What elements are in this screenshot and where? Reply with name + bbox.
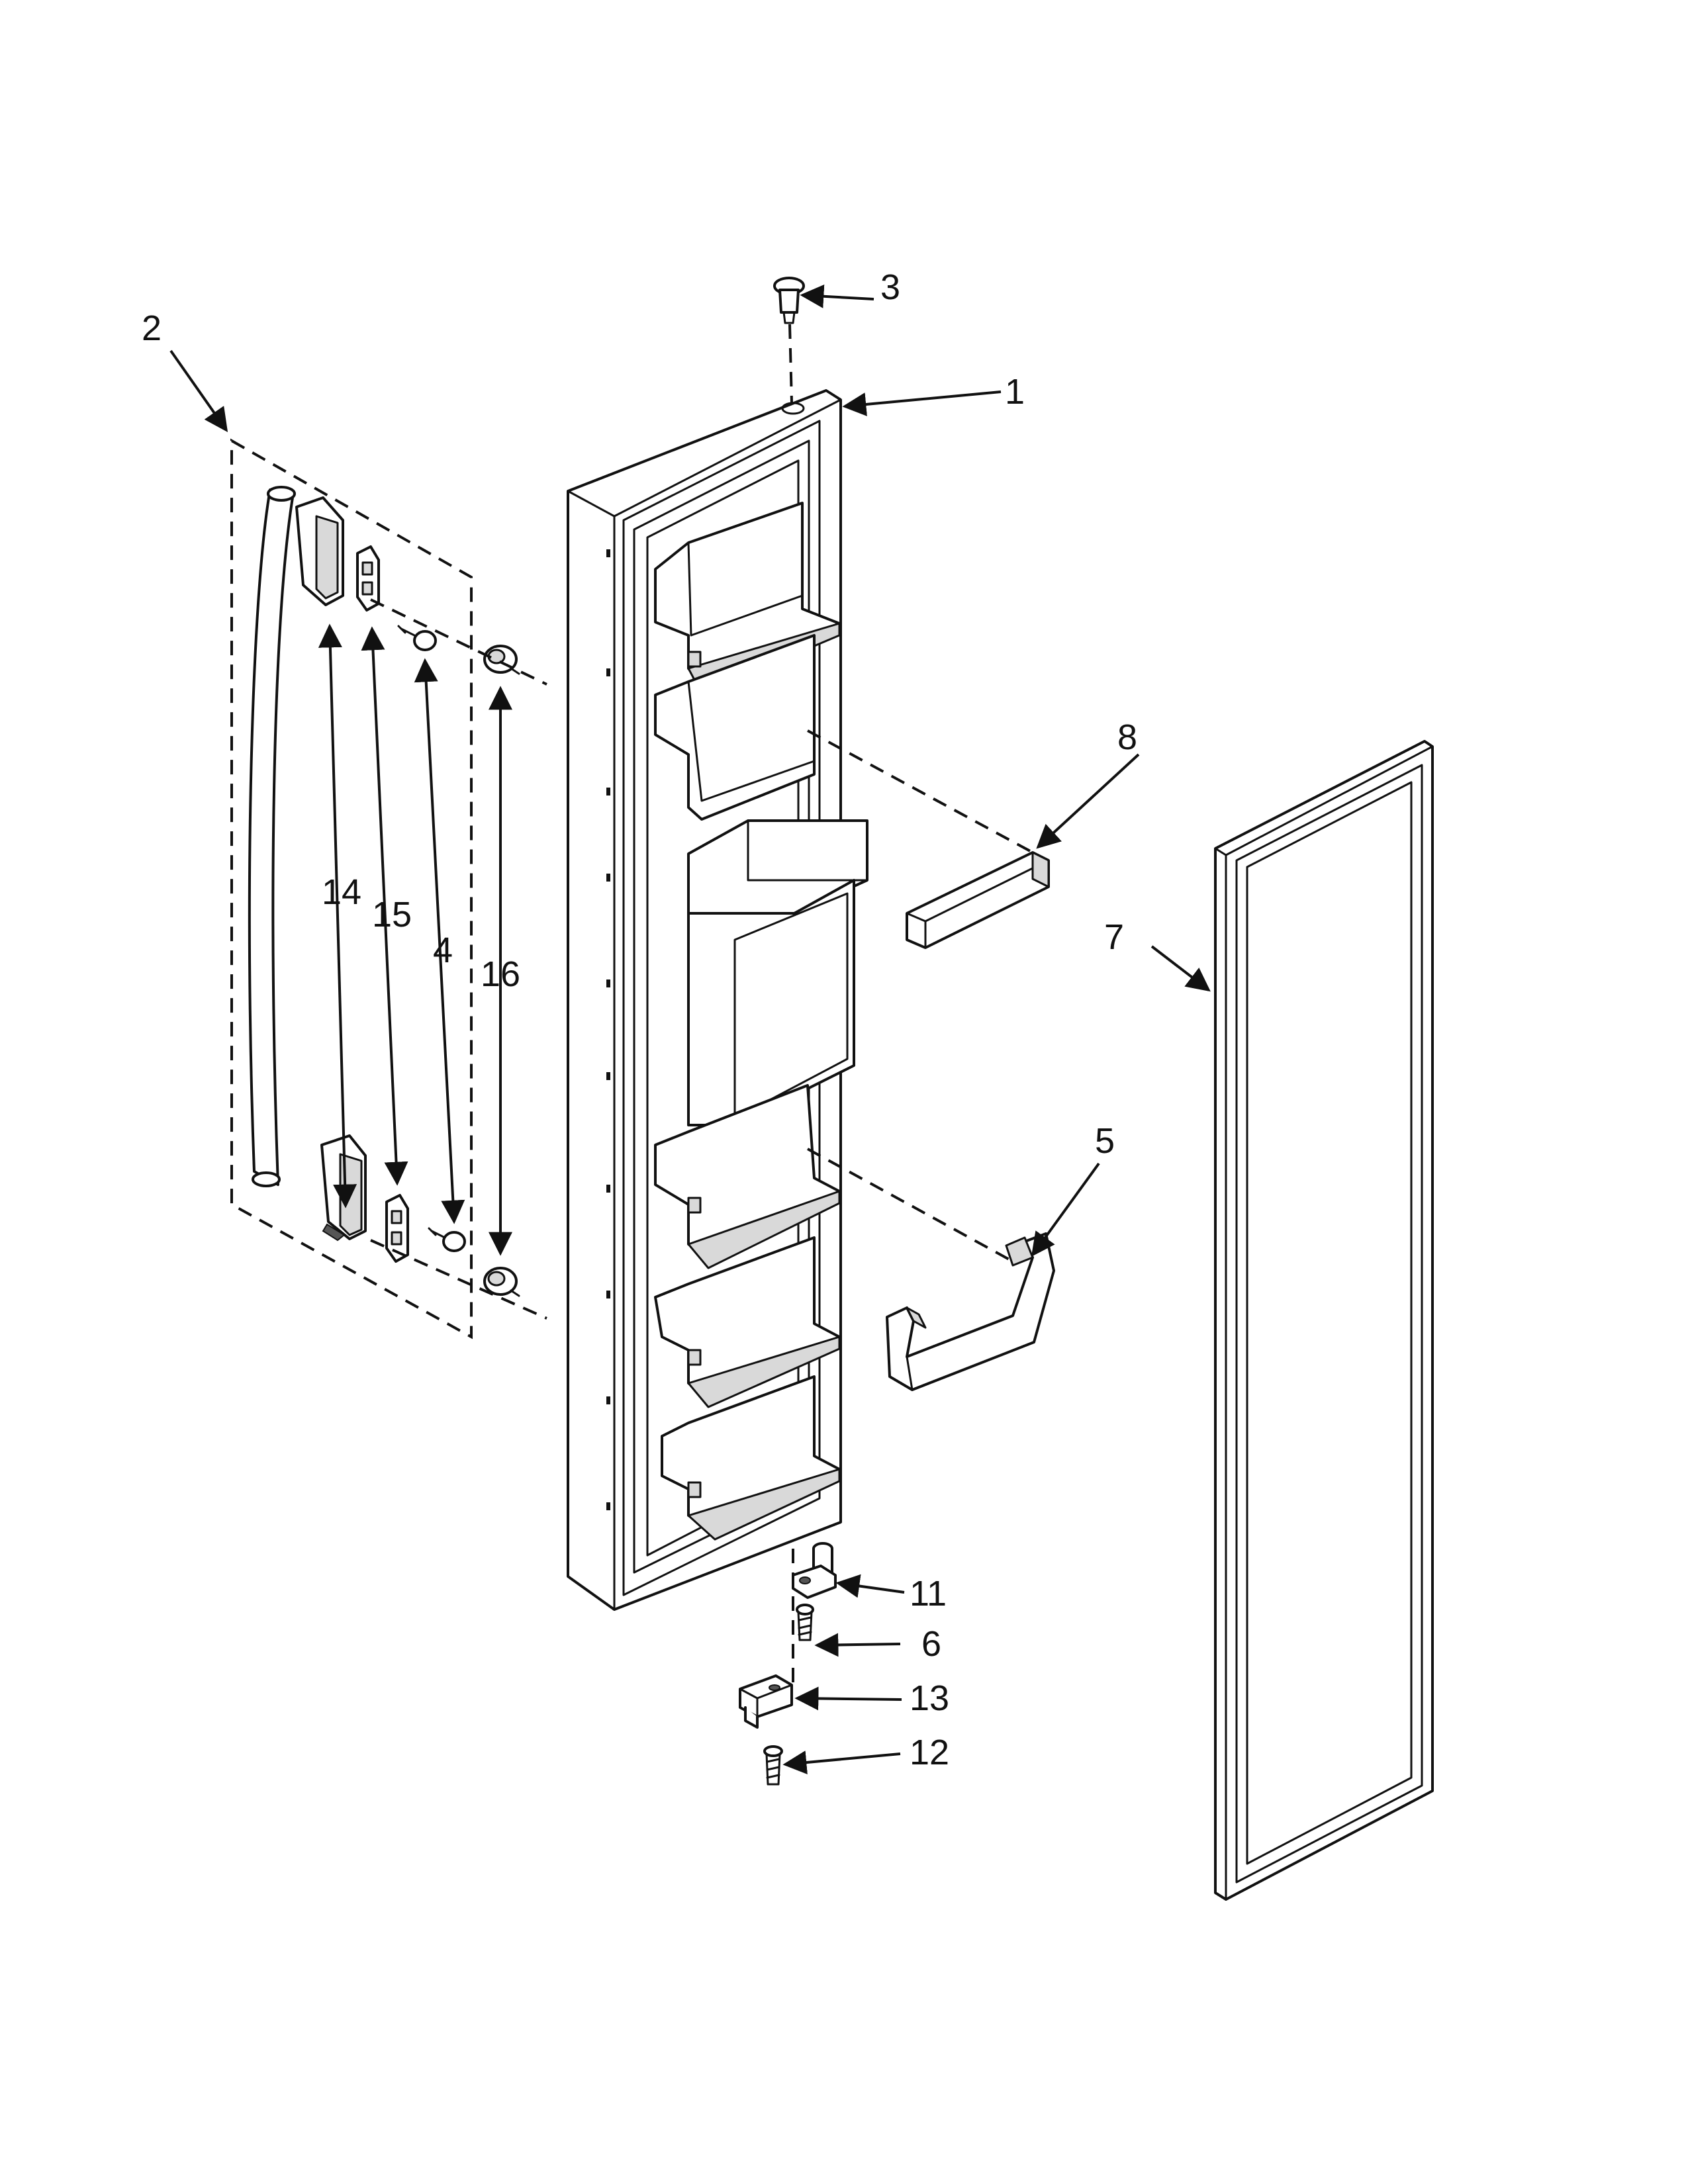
hinge-bracket: [739, 1674, 793, 1729]
hinge-screw-lower: [763, 1745, 783, 1786]
callout-6: 6: [921, 1624, 941, 1664]
door-edge-fasteners: [606, 549, 610, 1510]
handle-stud-bottom: [483, 1267, 520, 1297]
callout-14: 14: [322, 872, 361, 912]
handle-screw-bottom: [428, 1227, 466, 1252]
callout-2: 2: [142, 308, 162, 348]
handle-stud-top: [483, 645, 520, 675]
callout-15: 15: [372, 895, 412, 934]
callout-8: 8: [1117, 717, 1137, 757]
leader-lines: [169, 284, 1211, 1774]
handle-assembly-group-box: [230, 438, 473, 1340]
handle-screw-top: [397, 625, 437, 651]
door-handle: [248, 486, 296, 1187]
callout-5: 5: [1095, 1121, 1115, 1161]
handle-clip-bottom: [385, 1194, 409, 1263]
callout-13: 13: [910, 1678, 949, 1718]
top-hinge-pin: [773, 277, 805, 324]
dispenser-trim-strip: [906, 851, 1050, 949]
callout-12: 12: [910, 1733, 949, 1772]
callout-3: 3: [880, 267, 900, 307]
door-gasket: [1214, 740, 1434, 1901]
callout-4: 4: [433, 931, 453, 970]
callout-16: 16: [481, 954, 520, 994]
door-bin: [886, 1232, 1055, 1391]
door-assembly: [567, 389, 868, 1611]
callout-11: 11: [910, 1574, 947, 1614]
hinge-bushing: [792, 1542, 837, 1599]
callout-7: 7: [1104, 917, 1124, 957]
hinge-screw-upper: [796, 1604, 814, 1641]
handle-mount-top: [295, 496, 344, 606]
callout-1: 1: [1005, 372, 1025, 412]
